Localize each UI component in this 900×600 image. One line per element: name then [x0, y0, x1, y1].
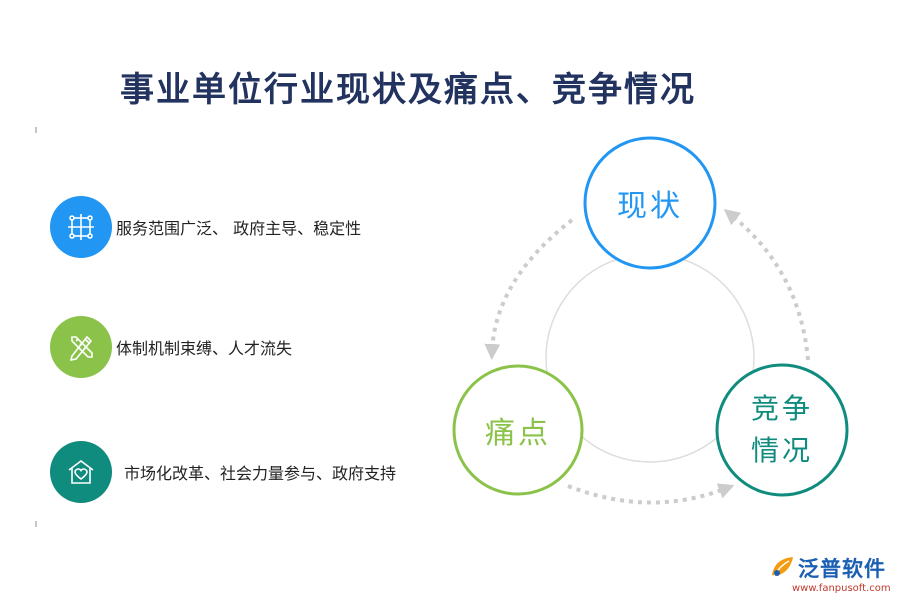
page-title: 事业单位行业现状及痛点、竞争情况 [120, 70, 696, 110]
list-item-pain: 体制机制束缚、人才流失 [50, 316, 292, 378]
cycle-arrow-left-to-right [567, 483, 735, 505]
list-item-label: 服务范围广泛、 政府主导、稳定性 [116, 219, 362, 238]
list-item-label: 体制机制束缚、人才流失 [116, 339, 293, 358]
list-item-label: 市场化改革、社会力量参与、政府支持 [124, 464, 397, 483]
node-right-line1: 竞争 [750, 392, 813, 425]
brand-logo: 泛普软件 www.fanpusoft.com [768, 553, 894, 597]
node-top-circle [583, 136, 717, 270]
leaf-logo-icon [772, 557, 793, 577]
divider-tick [35, 127, 37, 133]
logo-url: www.fanpusoft.com [792, 583, 891, 594]
frame-grid-icon [50, 196, 112, 258]
logo-name: 泛普软件 [798, 557, 886, 581]
node-left-circle [452, 364, 584, 496]
pencil-ruler-icon [50, 316, 112, 378]
list-item-competition: 市场化改革、社会力量参与、政府支持 [50, 441, 396, 503]
node-left-label: 痛点 [485, 416, 551, 451]
node-right-line2: 情况 [750, 434, 813, 467]
cycle-arrow-top-to-left [484, 218, 574, 360]
list-item-status: 服务范围广泛、 政府主导、稳定性 [50, 196, 361, 258]
cycle-arrow-right-to-top [723, 209, 810, 361]
node-top-label: 现状 [617, 189, 683, 224]
node-right-circle [715, 363, 849, 497]
house-heart-icon [50, 441, 112, 503]
node-right-label: 竞争 情况 [717, 365, 847, 495]
divider-tick [35, 521, 37, 527]
